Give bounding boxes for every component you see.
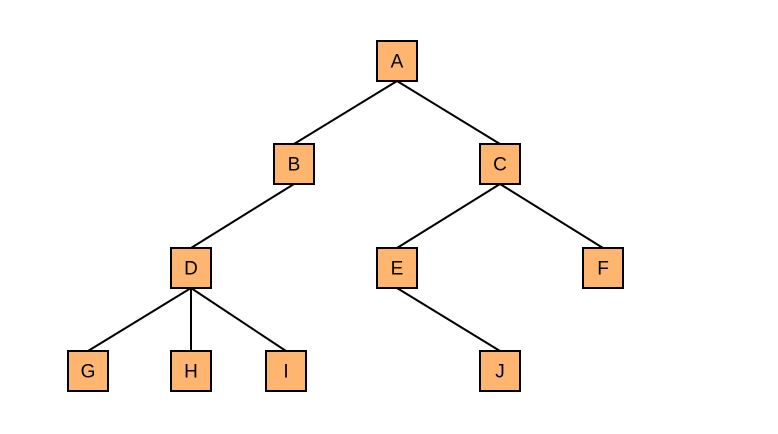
edges-layer [87,80,604,352]
node-box [582,247,624,289]
node-box [265,350,307,392]
edge-a-c [396,80,501,145]
node-label: C [493,155,507,176]
node-label: I [283,362,288,383]
node-label: J [495,362,505,383]
nodes-layer: A B C D E F G H I J [67,40,624,392]
node-j: J [479,350,521,392]
node-box [67,350,109,392]
node-label: F [597,259,609,280]
edge-e-j [396,287,501,352]
node-box [273,143,315,185]
node-e: E [376,247,418,289]
node-i: I [265,350,307,392]
edge-d-g [87,287,192,352]
edge-b-d [190,183,295,249]
edge-c-e [396,183,501,249]
node-label: A [391,52,404,73]
node-label: D [184,259,198,280]
node-label: G [81,362,96,383]
node-label: B [288,155,301,176]
edge-a-b [293,80,398,145]
node-c: C [479,143,521,185]
node-box [170,350,212,392]
node-box [376,247,418,289]
node-g: G [67,350,109,392]
node-box [479,143,521,185]
node-a: A [376,40,418,82]
node-box [376,40,418,82]
edge-c-f [499,183,604,249]
node-h: H [170,350,212,392]
node-box [479,350,521,392]
edge-d-i [190,287,287,352]
node-d: D [170,247,212,289]
node-label: H [184,362,198,383]
node-f: F [582,247,624,289]
node-box [170,247,212,289]
node-b: B [273,143,315,185]
node-label: E [391,259,404,280]
